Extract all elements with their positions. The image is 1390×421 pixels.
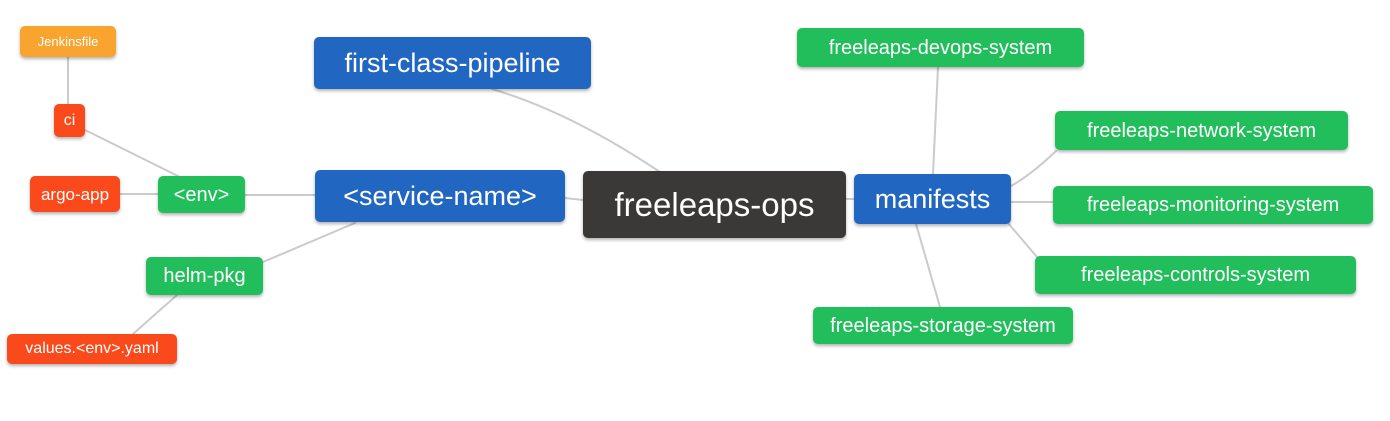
node-freeleaps-network-system[interactable]: freeleaps-network-system <box>1055 111 1348 150</box>
node-manifests[interactable]: manifests <box>854 174 1011 224</box>
node-argo-app[interactable]: argo-app <box>30 176 120 212</box>
edge-manifests-storage <box>915 223 941 308</box>
node-jenkinsfile[interactable]: Jenkinsfile <box>20 26 116 57</box>
node-freeleaps-devops-system[interactable]: freeleaps-devops-system <box>797 28 1084 67</box>
node-env[interactable]: <env> <box>158 176 245 213</box>
node-freeleaps-storage-system[interactable]: freeleaps-storage-system <box>813 307 1073 344</box>
node-freeleaps-ops[interactable]: freeleaps-ops <box>583 171 846 238</box>
node-ci[interactable]: ci <box>54 104 85 137</box>
edge-manifests-devops <box>932 66 939 175</box>
edge-manifests-controls <box>1007 222 1038 258</box>
node-service-name[interactable]: <service-name> <box>315 170 565 222</box>
node-freeleaps-monitoring-system[interactable]: freeleaps-monitoring-system <box>1053 186 1373 224</box>
edge-ci-env <box>84 129 191 183</box>
node-freeleaps-controls-system[interactable]: freeleaps-controls-system <box>1035 256 1356 294</box>
edge-pipeline-root <box>491 88 661 173</box>
node-helm-pkg[interactable]: helm-pkg <box>146 257 263 295</box>
node-first-class-pipeline[interactable]: first-class-pipeline <box>314 37 591 89</box>
edge-values-helm-pkg <box>132 294 178 335</box>
edge-helm-pkg-service-name <box>262 222 356 263</box>
node-values-env-yaml[interactable]: values.<env>.yaml <box>7 334 177 364</box>
edge-service-name-root <box>564 197 584 201</box>
edge-manifests-network <box>1010 150 1057 187</box>
